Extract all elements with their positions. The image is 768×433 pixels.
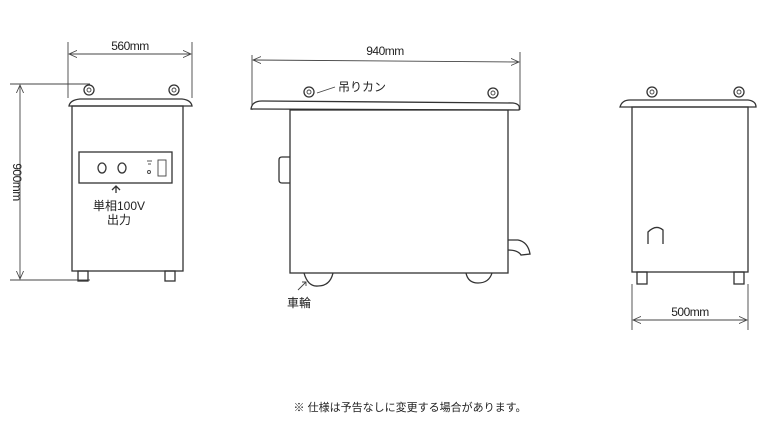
cabinet-body xyxy=(289,109,509,274)
cabinet-body xyxy=(71,105,184,272)
foot xyxy=(164,270,176,282)
meter-icon xyxy=(97,162,107,174)
lid xyxy=(619,99,757,108)
leader-line xyxy=(316,86,336,94)
output-label-line1: 単相100V xyxy=(93,199,145,213)
lifting-eye-icon xyxy=(733,86,745,98)
wheel xyxy=(465,272,493,284)
lifting-eye-label: 吊りカン xyxy=(338,80,386,94)
side-view: 940mm 吊りカン 車輪 xyxy=(250,44,531,310)
width-dimension-label: 560mm xyxy=(111,39,149,53)
breaker-switch xyxy=(157,159,167,177)
depth-dimension-label: 500mm xyxy=(671,305,709,319)
footnote: ※ 仕様は予告なしに変更する場合があります。 xyxy=(294,400,527,414)
output-label-line2: 出力 xyxy=(107,213,131,227)
outlet-cover xyxy=(647,226,664,244)
height-dimension-label: 900mm xyxy=(10,163,24,201)
indicator-lamp-icon xyxy=(147,170,151,174)
cabinet-body xyxy=(631,106,749,273)
rear-view: 500mm xyxy=(619,86,757,330)
front-view: 560mm 900mm 単相100V 出力 xyxy=(10,39,193,282)
lifting-eye-icon xyxy=(83,84,95,96)
width-dimension-label: 940mm xyxy=(366,44,404,58)
foot xyxy=(636,271,648,285)
foot xyxy=(77,270,89,282)
width-dimension-line xyxy=(253,60,519,62)
lifting-eye-icon xyxy=(168,84,180,96)
lifting-eye-icon xyxy=(487,87,499,99)
wheel xyxy=(303,272,334,287)
control-panel xyxy=(78,151,173,184)
lifting-eye-icon xyxy=(303,86,315,98)
arrow-up-icon xyxy=(111,185,121,193)
handle xyxy=(278,156,290,184)
wheel-label: 車輪 xyxy=(287,295,311,310)
outlet-cover xyxy=(507,239,531,256)
lifting-eye-icon xyxy=(646,86,658,98)
leader-line xyxy=(297,281,307,291)
meter-icon xyxy=(117,162,127,174)
lid xyxy=(250,100,521,111)
lid xyxy=(68,98,193,107)
foot xyxy=(733,271,745,285)
